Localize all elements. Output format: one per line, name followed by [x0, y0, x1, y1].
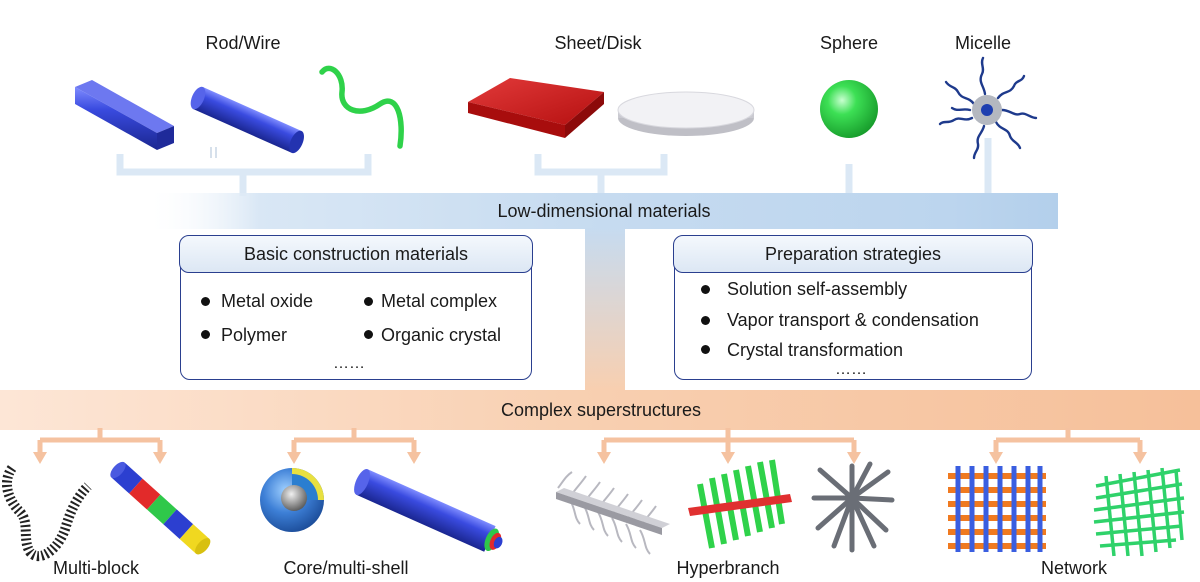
hyperbranch-white-icon — [556, 471, 670, 555]
sheet-disk-label: Sheet/Disk — [554, 33, 642, 53]
top-connectors — [116, 138, 992, 196]
material-item: Polymer — [221, 325, 288, 345]
network-grid-icon — [948, 466, 1046, 552]
material-item: Metal complex — [381, 291, 498, 311]
hyperbranch-label: Hyperbranch — [676, 558, 780, 578]
strategy-item: Vapor transport & condensation — [727, 310, 979, 330]
network-mesh-icon — [1093, 467, 1185, 557]
material-item: Metal oxide — [221, 291, 314, 311]
bullet-icon — [201, 330, 210, 339]
green-sphere-icon — [820, 80, 878, 138]
bullet-icon — [701, 285, 710, 294]
preparation-strategies-box: Preparation strategies Solution self-ass… — [673, 235, 1033, 380]
basic-materials-box: Basic construction materials Metal oxide… — [179, 235, 533, 380]
bullet-icon — [364, 297, 373, 306]
bottom-connectors — [37, 428, 1143, 454]
bullet-icon — [364, 330, 373, 339]
hyperbranch-green-icon — [688, 459, 792, 549]
multi-block-label: Multi-block — [52, 558, 140, 578]
multi-block-chain-icon — [1, 465, 92, 562]
multi-block-rod-icon — [110, 461, 211, 555]
core-multi-shell-label: Core/multi-shell — [283, 558, 409, 578]
green-wire-icon — [319, 65, 404, 149]
bullet-icon — [701, 345, 710, 354]
more-ellipsis: …… — [333, 355, 365, 372]
square-rod-icon — [75, 80, 174, 150]
red-sheet-icon — [468, 78, 604, 138]
core-shell-rod-icon — [354, 468, 503, 552]
material-item: Organic crystal — [381, 325, 502, 345]
bullet-icon — [701, 316, 710, 325]
strategy-item: Crystal transformation — [727, 340, 904, 360]
sphere-label: Sphere — [819, 33, 879, 53]
preparation-strategies-title: Preparation strategies — [673, 235, 1033, 274]
bottom-arrowheads — [33, 452, 1147, 464]
bullet-icon — [201, 297, 210, 306]
central-trunk — [585, 228, 625, 390]
network-label: Network — [1040, 558, 1108, 578]
complex-band — [0, 390, 1200, 430]
more-ellipsis: …… — [835, 361, 867, 378]
complex-superstructures-label: Complex superstructures — [500, 400, 702, 420]
low-dimensional-materials-label: Low-dimensional materials — [497, 201, 711, 221]
micelle-label: Micelle — [954, 33, 1012, 53]
basic-materials-title: Basic construction materials — [179, 235, 533, 274]
micelle-icon — [938, 56, 1038, 160]
strategy-item: Solution self-assembly — [727, 279, 908, 299]
hyperbranch-star-icon — [811, 461, 895, 553]
cylinder-rod-icon — [190, 86, 305, 154]
rod-wire-label: Rod/Wire — [205, 33, 281, 53]
core-shell-sphere-icon — [260, 468, 324, 532]
low-dimensional-band — [150, 193, 1058, 229]
white-disk-icon — [617, 91, 755, 136]
